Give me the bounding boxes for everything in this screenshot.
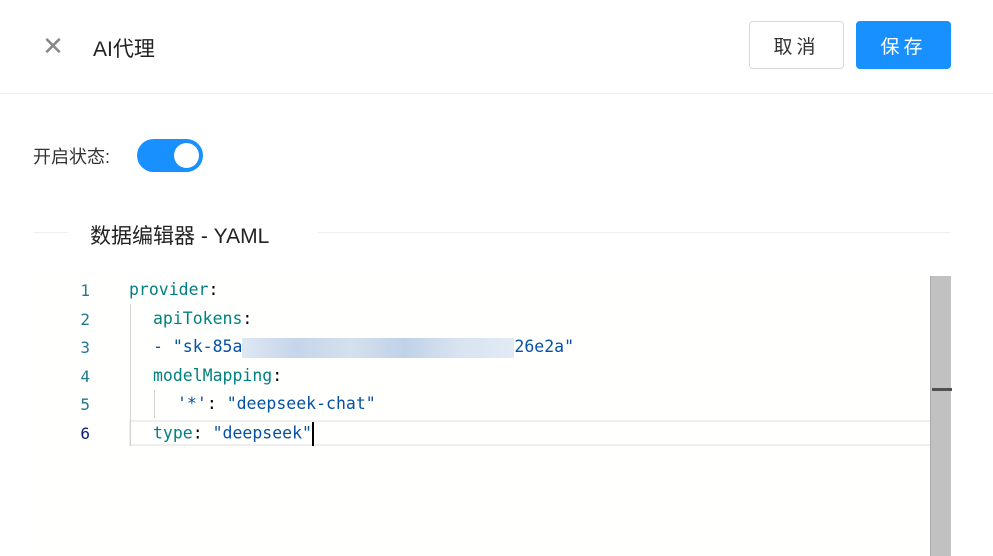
editor-scrollbar[interactable]	[930, 276, 952, 556]
indent-guide	[154, 390, 155, 418]
token-prefix: - "sk-85a	[153, 337, 243, 356]
token-suffix: 26e2a"	[514, 337, 575, 356]
line-number: 2	[80, 310, 90, 329]
redacted-token	[242, 337, 515, 358]
code-line: type: "deepseek"	[153, 422, 314, 446]
status-label: 开启状态:	[33, 147, 111, 167]
save-button[interactable]: 保存	[856, 21, 951, 69]
line-number: 5	[80, 395, 90, 414]
line-number: 3	[80, 338, 90, 357]
yaml-key: type	[153, 423, 193, 443]
cancel-button[interactable]: 取消	[749, 21, 844, 69]
toggle-knob	[174, 143, 199, 168]
scrollbar-position-marker	[932, 388, 952, 391]
drawer-header: ✕ AI代理 取消 保存	[0, 0, 993, 94]
status-toggle[interactable]	[137, 139, 203, 172]
line-number: 6	[80, 424, 90, 443]
code-line: provider:	[129, 280, 219, 299]
close-icon[interactable]: ✕	[42, 31, 64, 61]
yaml-key: apiTokens	[153, 309, 243, 328]
yaml-key: provider	[129, 280, 209, 299]
yaml-editor[interactable]: 1 2 3 4 5 6 provider: apiTokens: - "sk-8…	[33, 276, 951, 556]
drawer-title: AI代理	[93, 38, 155, 61]
code-line: '*': "deepseek-chat"	[177, 394, 376, 413]
divider-right	[318, 232, 951, 233]
divider-left	[33, 232, 68, 233]
code-line: - "sk-85a 26e2a"	[153, 337, 574, 358]
yaml-key: modelMapping	[153, 366, 273, 385]
line-number: 1	[80, 281, 90, 300]
text-cursor	[311, 422, 314, 446]
indent-guide	[130, 304, 131, 446]
code-line: modelMapping:	[153, 366, 283, 385]
yaml-key: '*'	[177, 394, 207, 413]
line-number: 4	[80, 367, 90, 386]
section-title: 数据编辑器 - YAML	[90, 225, 270, 248]
yaml-value: "deepseek"	[212, 423, 312, 443]
code-line: apiTokens:	[153, 309, 253, 328]
yaml-value: "deepseek-chat"	[226, 394, 376, 413]
